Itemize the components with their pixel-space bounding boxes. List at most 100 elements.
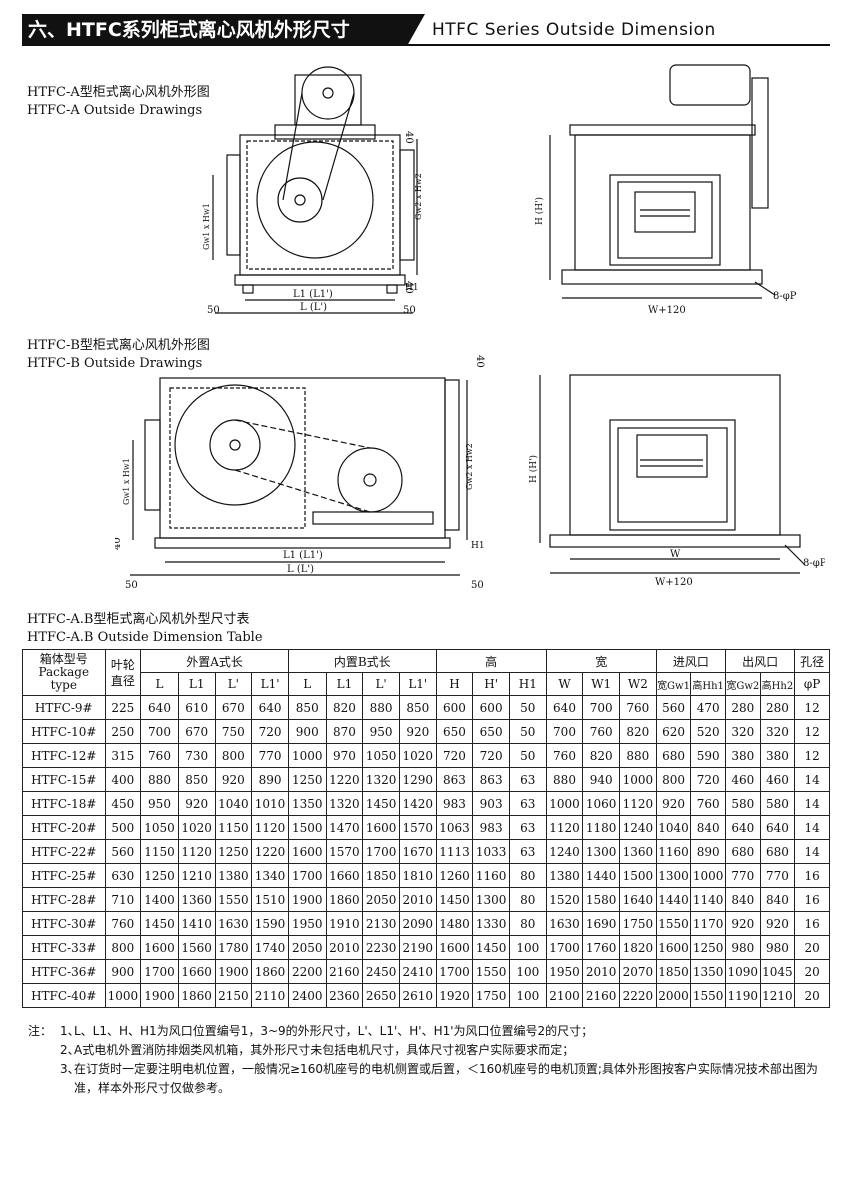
value-cell: 1090 bbox=[724, 959, 761, 984]
value-cell: 1750 bbox=[619, 911, 657, 936]
value-cell: 1150 bbox=[214, 815, 253, 840]
value-cell: 315 bbox=[104, 743, 142, 768]
value-cell: 600 bbox=[435, 695, 474, 720]
value-cell: 1440 bbox=[582, 863, 621, 888]
drawing-a-dim-top: 40 bbox=[403, 131, 414, 144]
value-cell: 1210 bbox=[759, 983, 796, 1008]
value-cell: 863 bbox=[435, 767, 474, 792]
value-cell: 750 bbox=[214, 719, 253, 744]
value-cell: 320 bbox=[724, 719, 761, 744]
value-cell: 12 bbox=[794, 743, 830, 768]
value-cell: 1550 bbox=[472, 959, 510, 984]
value-cell: 1440 bbox=[655, 887, 692, 912]
value-cell: 1240 bbox=[619, 815, 657, 840]
value-cell: 1520 bbox=[545, 887, 584, 912]
value-cell: 820 bbox=[582, 743, 621, 768]
value-cell: 560 bbox=[655, 695, 692, 720]
drawing-a-caption-en: HTFC-A Outside Drawings bbox=[27, 103, 203, 118]
value-cell: 2410 bbox=[398, 959, 437, 984]
value-cell: 640 bbox=[545, 695, 584, 720]
note-item-1: 注： 1、 L、L1、H、H1为风口位置编号1，3~9的外形尺寸，L'、L1'、… bbox=[28, 1022, 828, 1041]
subheader-cell: L1 bbox=[177, 672, 216, 696]
value-cell: 640 bbox=[759, 815, 796, 840]
value-cell: 2010 bbox=[325, 935, 364, 960]
value-cell: 50 bbox=[508, 695, 547, 720]
value-cell: 650 bbox=[435, 719, 474, 744]
value-cell: 1045 bbox=[759, 959, 796, 984]
drawing-a-caption-cn: HTFC-A型柜式离心风机外形图 bbox=[27, 85, 210, 100]
value-cell: 1780 bbox=[214, 935, 253, 960]
value-cell: 1000 bbox=[104, 983, 142, 1008]
subheader-cell: L1 bbox=[325, 672, 364, 696]
value-cell: 1450 bbox=[140, 911, 179, 936]
value-cell: 80 bbox=[508, 887, 547, 912]
value-cell: 460 bbox=[759, 767, 796, 792]
header-rule bbox=[407, 44, 830, 46]
value-cell: 1350 bbox=[690, 959, 726, 984]
value-cell: 890 bbox=[251, 767, 289, 792]
value-cell: 80 bbox=[508, 863, 547, 888]
value-cell: 1410 bbox=[177, 911, 216, 936]
value-cell: 12 bbox=[794, 719, 830, 744]
value-cell: 650 bbox=[472, 719, 510, 744]
value-cell: 1580 bbox=[582, 887, 621, 912]
value-cell: 1450 bbox=[472, 935, 510, 960]
model-cell: HTFC-36# bbox=[22, 959, 106, 984]
header-impeller-line1: 叶轮 bbox=[110, 657, 135, 672]
model-cell: HTFC-15# bbox=[22, 767, 106, 792]
value-cell: 520 bbox=[690, 719, 726, 744]
model-cell: HTFC-12# bbox=[22, 743, 106, 768]
value-cell: 1950 bbox=[287, 911, 327, 936]
value-cell: 760 bbox=[104, 911, 142, 936]
header-group-b: 内置B式长 bbox=[287, 649, 437, 673]
value-cell: 1450 bbox=[435, 887, 474, 912]
value-cell: 2360 bbox=[325, 983, 364, 1008]
value-cell: 100 bbox=[508, 959, 547, 984]
subheader-cell: L bbox=[287, 672, 327, 696]
value-cell: 1210 bbox=[177, 863, 216, 888]
value-cell: 1250 bbox=[140, 863, 179, 888]
drawing-b-w: W bbox=[670, 549, 681, 560]
value-cell: 250 bbox=[104, 719, 142, 744]
value-cell: 560 bbox=[104, 839, 142, 864]
value-cell: 2050 bbox=[362, 887, 400, 912]
value-cell: 1040 bbox=[214, 791, 253, 816]
value-cell: 720 bbox=[435, 743, 474, 768]
value-cell: 680 bbox=[724, 839, 761, 864]
value-cell: 450 bbox=[104, 791, 142, 816]
value-cell: 280 bbox=[759, 695, 796, 720]
value-cell: 1900 bbox=[287, 887, 327, 912]
value-cell: 880 bbox=[140, 767, 179, 792]
drawing-b-hole: 8-φP bbox=[803, 558, 825, 569]
value-cell: 1113 bbox=[435, 839, 474, 864]
header-model-en1: Package bbox=[38, 665, 90, 679]
value-cell: 1320 bbox=[362, 767, 400, 792]
drawing-a-hole: 8-φP bbox=[773, 291, 797, 302]
value-cell: 1010 bbox=[251, 791, 289, 816]
value-cell: 1920 bbox=[435, 983, 474, 1008]
value-cell: 760 bbox=[619, 695, 657, 720]
value-cell: 1150 bbox=[140, 839, 179, 864]
drawing-b-l1: L1 (L1') bbox=[283, 550, 323, 561]
value-cell: 760 bbox=[690, 791, 726, 816]
value-cell: 1000 bbox=[545, 791, 584, 816]
note-text: A式电机外置消防排烟类风机箱，其外形尺寸未包括电机尺寸，具体尺寸视客户实际要求而… bbox=[74, 1043, 575, 1057]
value-cell: 850 bbox=[398, 695, 437, 720]
value-cell: 1550 bbox=[655, 911, 692, 936]
model-cell: HTFC-30# bbox=[22, 911, 106, 936]
subheader-cell: H bbox=[435, 672, 474, 696]
drawing-a-front-view: 40 40 Gw1 x Hw1 Gw2 x Hw2 H1 L1 (L1') L … bbox=[202, 66, 423, 316]
note-number: 3、 bbox=[60, 1062, 80, 1076]
value-cell: 880 bbox=[545, 767, 584, 792]
drawing-b-outlet-size: Gw2 x Hw2 bbox=[465, 443, 474, 490]
value-cell: 1320 bbox=[325, 791, 364, 816]
value-cell: 640 bbox=[724, 815, 761, 840]
value-cell: 1120 bbox=[251, 815, 289, 840]
value-cell: 1300 bbox=[472, 887, 510, 912]
value-cell: 1380 bbox=[545, 863, 584, 888]
